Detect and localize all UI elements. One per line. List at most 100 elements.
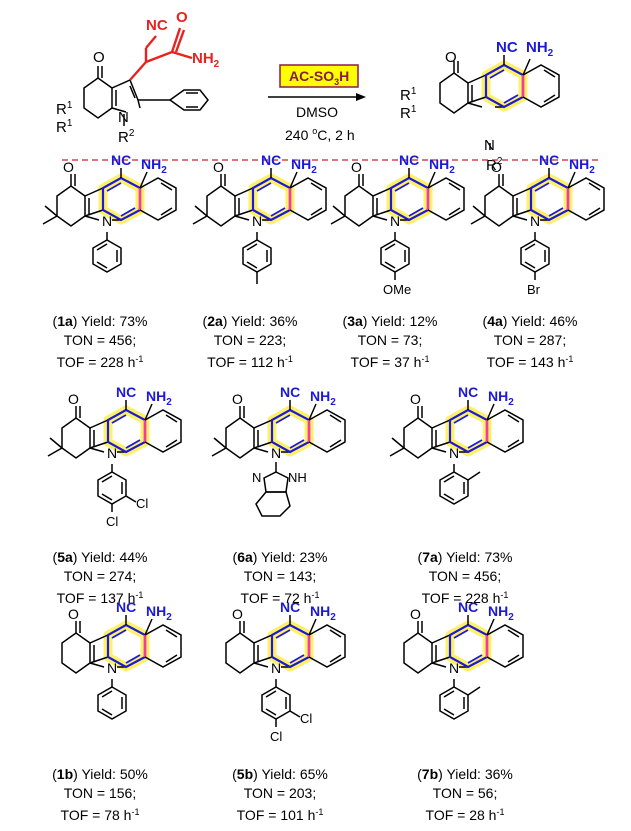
- product-amine-label: NH2: [526, 39, 554, 59]
- indole-n-label: N: [107, 445, 117, 461]
- cyano-label: NC: [280, 384, 300, 400]
- ketone-o-label: O: [68, 606, 79, 622]
- tof-line: TOF = 28 h-1: [425, 807, 505, 823]
- indole-n-label: N: [449, 660, 459, 676]
- amine-label: NH2: [146, 603, 172, 623]
- ketone-o-label: O: [213, 159, 224, 175]
- compound-id: 7a: [422, 549, 438, 565]
- reactant-r1b: R1: [56, 118, 73, 136]
- ton-line: TON = 456;: [63, 332, 137, 348]
- amine-label: NH2: [146, 388, 172, 408]
- ton-line: TON = 143;: [243, 568, 317, 584]
- product-r1a: R1: [400, 86, 417, 104]
- tof-line: TOF = 72 h-1: [240, 590, 320, 606]
- cyano-label: NC: [116, 384, 136, 400]
- indole-n-label: N: [102, 213, 112, 229]
- yield-line: (7a) Yield: 73%: [417, 549, 513, 565]
- bromo-label: Br: [527, 282, 541, 297]
- compound-id: 2a: [207, 313, 223, 329]
- yield-line: (2a) Yield: 36%: [202, 313, 298, 329]
- ketone-o-label: O: [410, 606, 421, 622]
- benzimidazole-nh-label: NH: [288, 470, 307, 485]
- reactant-n: N: [118, 109, 129, 126]
- catalyst-box: [279, 64, 359, 88]
- ton-line: TON = 56;: [432, 785, 498, 801]
- ketone-o-label: O: [491, 159, 502, 175]
- compound-1a-caption: (1a) Yield: 73%TON = 456;TOF = 228 h-1: [20, 312, 180, 372]
- yield-line: (1a) Yield: 73%: [52, 313, 148, 329]
- ketone-o-label: O: [232, 606, 243, 622]
- product-structure: O NC NH2 N R1 R1 R2: [400, 39, 559, 174]
- solvent-label: DMSO: [296, 104, 338, 120]
- chloro-para-label: Cl: [106, 514, 118, 529]
- amine-label: NH2: [429, 156, 455, 176]
- compound-1b-caption: (1b) Yield: 50% TON = 156; TOF = 78 h-1: [20, 765, 180, 825]
- compound-id: 6a: [237, 549, 253, 565]
- compound-id: 4a: [487, 313, 503, 329]
- tof-line: TOF = 228 h-1: [421, 590, 509, 606]
- indole-n-label: N: [530, 213, 540, 229]
- reactant-ketone-o: O: [93, 49, 105, 66]
- tof-line: TOF = 78 h-1: [60, 807, 140, 823]
- compound-4a-caption: (4a) Yield: 46%TON = 287;TOF = 143 h-1: [450, 312, 610, 372]
- cyano-label: NC: [280, 599, 300, 615]
- compound-id: 7b: [421, 766, 439, 782]
- ketone-o-label: O: [232, 391, 243, 407]
- tof-line: TOF = 112 h-1: [207, 354, 293, 370]
- ton-line: TON = 223;: [213, 332, 287, 348]
- compound-6a-caption: (6a) Yield: 23% TON = 143; TOF = 72 h-1: [200, 548, 360, 608]
- ton-line: TON = 456;: [428, 568, 502, 584]
- reactant-cyano-label: NC: [146, 17, 168, 34]
- yield-line: (5a) Yield: 44%: [52, 549, 148, 565]
- compound-id: 5a: [57, 549, 73, 565]
- tof-line: TOF = 137 h-1: [56, 590, 144, 606]
- reactant-r2: R2: [118, 128, 135, 146]
- chloro-meta-label: Cl: [136, 496, 148, 511]
- cyano-label: NC: [111, 152, 131, 168]
- tof-line: TOF = 101 h-1: [236, 807, 324, 823]
- cyano-label: NC: [458, 599, 478, 615]
- ketone-o-label: O: [351, 159, 362, 175]
- temperature-time-label: 240 oC, 2 h: [285, 126, 355, 143]
- cyano-label: NC: [539, 152, 559, 168]
- yield-line: (4a) Yield: 46%: [482, 313, 578, 329]
- benzimidazole-n-label: N: [252, 470, 261, 485]
- amine-label: NH2: [141, 156, 167, 176]
- indole-n-label: N: [271, 660, 281, 676]
- ton-line: TON = 274;: [63, 568, 137, 584]
- ton-line: TON = 203;: [243, 785, 317, 801]
- amine-label: NH2: [291, 156, 317, 176]
- product-r1b: R1: [400, 104, 417, 122]
- compound-id: 3a: [347, 313, 363, 329]
- cyano-label: NC: [399, 152, 419, 168]
- tof-line: TOF = 143 h-1: [486, 354, 574, 370]
- compound-5b-caption: (5b) Yield: 65% TON = 203; TOF = 101 h-1: [200, 765, 360, 825]
- compound-7b-caption: (7b) Yield: 36% TON = 56; TOF = 28 h-1: [385, 765, 545, 825]
- ton-line: TON = 73;: [357, 332, 423, 348]
- yield-line: (3a) Yield: 12%: [342, 313, 438, 329]
- yield-line: (7b) Yield: 36%: [417, 766, 513, 782]
- compound-id: 1a: [57, 313, 73, 329]
- ton-line: TON = 156;: [63, 785, 137, 801]
- amine-label: NH2: [569, 156, 595, 176]
- yield-line: (6a) Yield: 23%: [232, 549, 328, 565]
- compound-id: 1b: [56, 766, 74, 782]
- amine-label: NH2: [488, 603, 514, 623]
- yield-line: (5b) Yield: 65%: [232, 766, 328, 782]
- ketone-o-label: O: [68, 391, 79, 407]
- product-ketone-o: O: [445, 49, 457, 66]
- yield-line: (1b) Yield: 50%: [52, 766, 148, 782]
- compound-5a-caption: (5a) Yield: 44% TON = 274; TOF = 137 h-1: [20, 548, 180, 608]
- reaction-arrow: [268, 93, 366, 101]
- compound-id: 5b: [236, 766, 254, 782]
- amine-label: NH2: [310, 388, 336, 408]
